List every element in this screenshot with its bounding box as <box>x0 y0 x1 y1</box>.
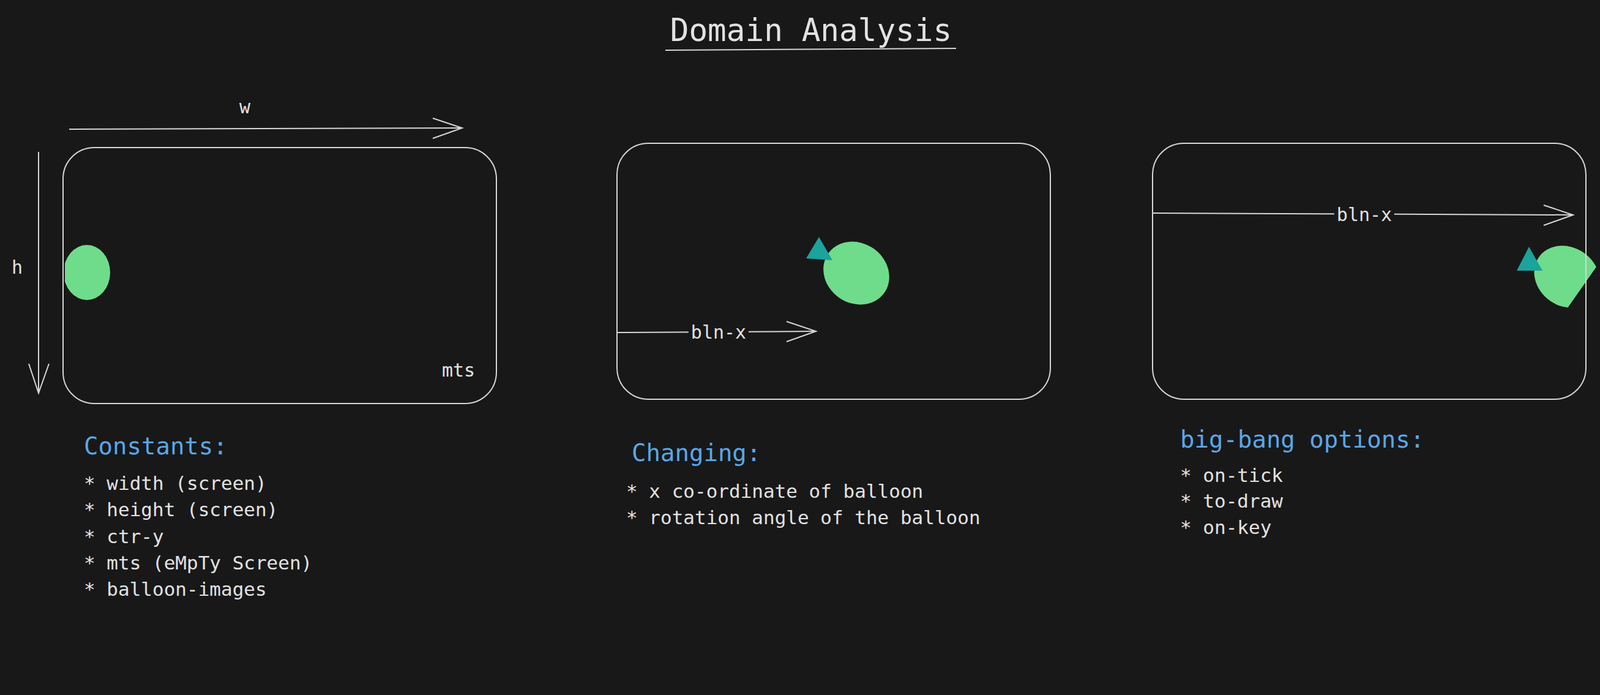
box-label: bln-x <box>688 321 749 344</box>
balloon <box>64 244 111 300</box>
balloon <box>811 228 902 318</box>
list-item: * x co-ordinate of balloon <box>626 479 924 503</box>
list-item: * on-tick <box>1180 463 1283 487</box>
balloon-marker <box>1516 246 1543 271</box>
list-item: * to-draw <box>1180 489 1283 513</box>
list-item: * balloon-images <box>83 577 267 601</box>
list-item: * width (screen) <box>83 471 267 495</box>
screen-box: bln-x <box>1151 142 1587 400</box>
screen-box: mts <box>62 146 498 404</box>
dimension-label: h <box>11 256 23 279</box>
list-item: * mts (eMpTy Screen) <box>83 551 313 575</box>
height-arrow <box>28 151 49 393</box>
diagram-title: Domain Analysis <box>670 11 953 49</box>
list-item: * on-key <box>1180 515 1272 539</box>
title-underline <box>665 48 957 51</box>
dimension-label: w <box>239 96 251 119</box>
section-heading: Changing: <box>631 438 761 468</box>
box-label: bln-x <box>1334 203 1395 226</box>
section-heading: Constants: <box>83 432 228 461</box>
balloon-marker <box>806 236 833 261</box>
width-arrow <box>69 118 463 139</box>
screen-box: bln-x <box>616 142 1051 400</box>
box-label: mts <box>441 359 475 382</box>
balloon <box>1522 233 1600 321</box>
list-item: * rotation angle of the balloon <box>626 506 981 529</box>
list-item: * height (screen) <box>83 498 278 521</box>
section-heading: big-bang options: <box>1180 425 1425 455</box>
list-item: * ctr-y <box>83 525 165 548</box>
